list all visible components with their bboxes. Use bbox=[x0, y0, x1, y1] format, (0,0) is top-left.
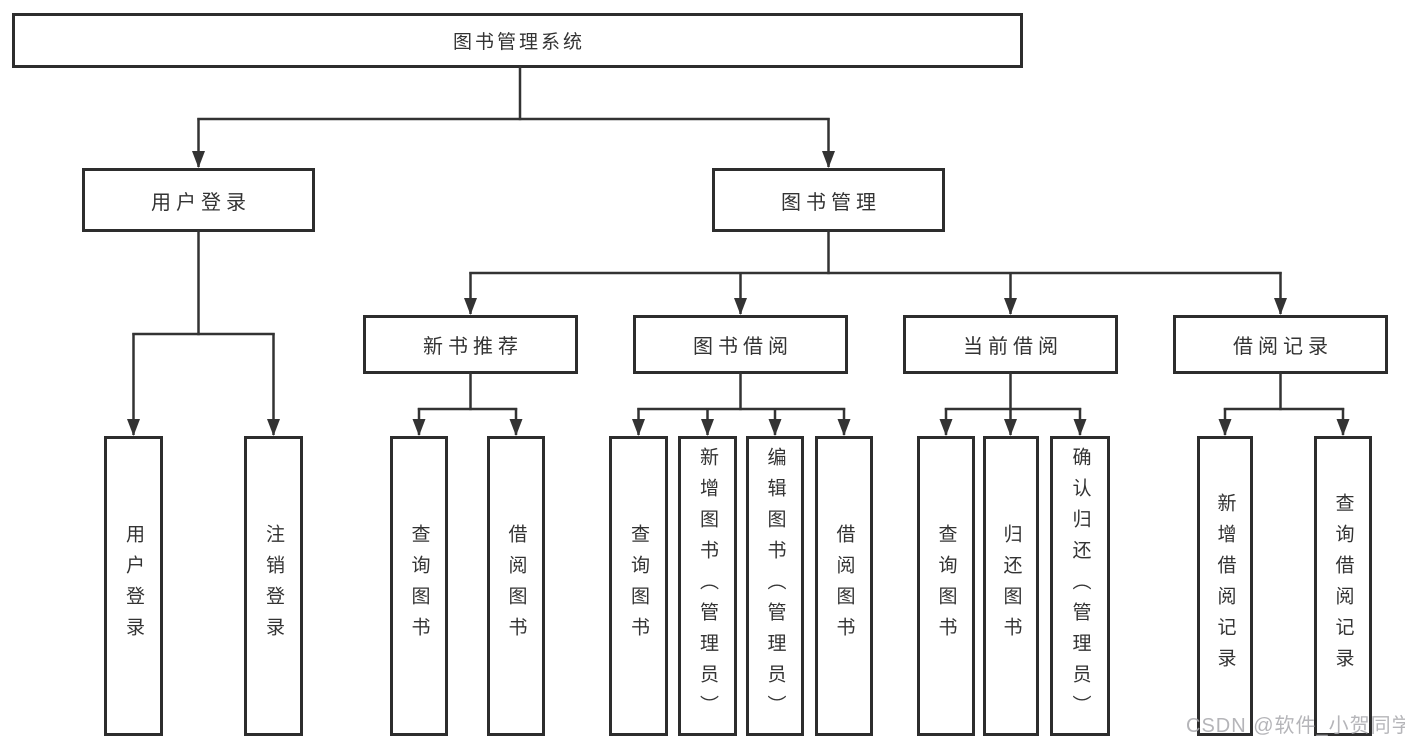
leaf-logout: 注销登录 bbox=[244, 436, 303, 736]
leaf-query-borrow-record: 查询借阅记录 bbox=[1314, 436, 1372, 736]
node-user-login-label: 用户登录 bbox=[151, 191, 251, 214]
leaf-borrow-book: 借阅图书 bbox=[815, 436, 873, 736]
node-borrow-records: 借阅记录 bbox=[1173, 315, 1388, 374]
leaf-add-borrow-record: 新增借阅记录 bbox=[1197, 436, 1253, 736]
node-current-borrow-label: 当前借阅 bbox=[963, 336, 1063, 358]
leaf-edit-book-admin: 编辑图书（管理员） bbox=[746, 436, 804, 736]
node-book-management-label: 图书管理 bbox=[781, 191, 881, 214]
leaf-newbook-borrow-books: 借阅图书 bbox=[487, 436, 545, 736]
leaf-current-query-books: 查询图书 bbox=[917, 436, 975, 736]
leaf-borrow-query-books: 查询图书 bbox=[609, 436, 668, 736]
node-book-management: 图书管理 bbox=[712, 168, 945, 232]
node-new-book-recommend: 新书推荐 bbox=[363, 315, 578, 374]
leaf-add-book-admin: 新增图书（管理员） bbox=[678, 436, 737, 736]
node-borrow-records-label: 借阅记录 bbox=[1233, 336, 1333, 358]
node-book-borrow: 图书借阅 bbox=[633, 315, 848, 374]
csdn-watermark: CSDN @软件_小贺同学 bbox=[1186, 715, 1405, 737]
node-user-login: 用户登录 bbox=[82, 168, 315, 232]
node-root: 图书管理系统 bbox=[12, 13, 1023, 68]
node-current-borrow: 当前借阅 bbox=[903, 315, 1118, 374]
leaf-return-book: 归还图书 bbox=[983, 436, 1039, 736]
leaf-user-login: 用户登录 bbox=[104, 436, 163, 736]
leaf-newbook-query-books: 查询图书 bbox=[390, 436, 448, 736]
node-new-book-recommend-label: 新书推荐 bbox=[423, 336, 523, 358]
node-root-label: 图书管理系统 bbox=[452, 32, 585, 53]
leaf-confirm-return-admin: 确认归还（管理员） bbox=[1050, 436, 1110, 736]
node-book-borrow-label: 图书借阅 bbox=[693, 336, 793, 358]
